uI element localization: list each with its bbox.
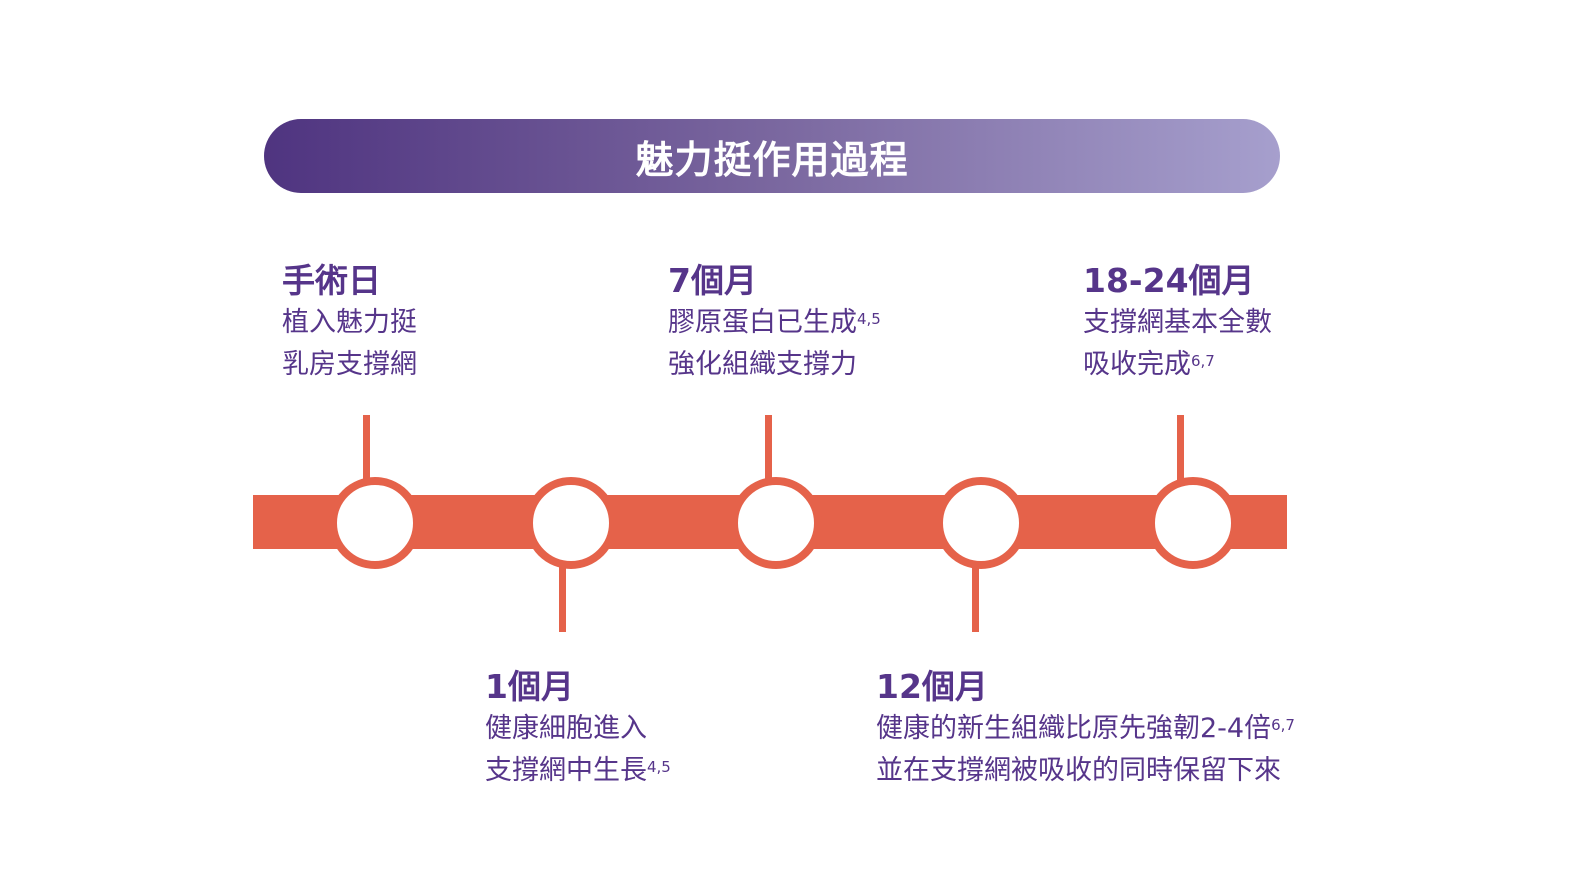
milestone-line: 健康的新生組織比原先強韌2-4倍6,7 — [876, 708, 1295, 750]
milestone-7-month: 7個月 膠原蛋白已生成4,5 強化組織支撐力 — [668, 260, 881, 386]
line-text: 膠原蛋白已生成 — [668, 307, 857, 338]
milestone-title: 12個月 — [876, 667, 988, 706]
line-text: 支撐網中生長 — [485, 755, 647, 786]
milestone-line: 強化組織支撐力 — [668, 344, 881, 386]
line-text: 吸收完成 — [1083, 349, 1191, 380]
stem-7-month — [765, 415, 772, 481]
milestone-surgery: 手術日 植入魅力挺 乳房支撐網 — [282, 260, 417, 386]
milestone-title: 7個月 — [668, 261, 757, 300]
reference: 6,7 — [1191, 352, 1215, 370]
stem-1-month — [559, 560, 566, 632]
line-text: 乳房支撐網 — [282, 349, 417, 380]
milestone-title: 手術日 — [282, 261, 381, 300]
milestone-title: 18-24個月 — [1083, 261, 1255, 300]
node-18-24-month — [1147, 477, 1239, 569]
line-text: 健康細胞進入 — [485, 713, 647, 744]
milestone-line: 支撐網中生長4,5 — [485, 750, 671, 792]
milestone-18-24-month: 18-24個月 支撐網基本全數 吸收完成6,7 — [1083, 260, 1272, 386]
stem-surgery — [363, 415, 370, 481]
line-text: 植入魅力挺 — [282, 307, 417, 338]
node-surgery — [329, 477, 421, 569]
line-text: 並在支撐網被吸收的同時保留下來 — [876, 755, 1281, 786]
node-1-month — [525, 477, 617, 569]
reference: 4,5 — [647, 758, 671, 776]
line-text: 支撐網基本全數 — [1083, 307, 1272, 338]
stem-18-24-month — [1177, 415, 1184, 481]
milestone-line: 健康細胞進入 — [485, 708, 671, 750]
reference: 6,7 — [1271, 716, 1295, 734]
stem-12-month — [972, 560, 979, 632]
milestone-title: 1個月 — [485, 667, 574, 706]
node-7-month — [730, 477, 822, 569]
milestone-line: 乳房支撐網 — [282, 344, 417, 386]
milestone-1-month: 1個月 健康細胞進入 支撐網中生長4,5 — [485, 666, 671, 792]
line-text: 強化組織支撐力 — [668, 349, 857, 380]
page-title: 魅力挺作用過程 — [635, 137, 909, 182]
line-text: 健康的新生組織比原先強韌2-4倍 — [876, 713, 1272, 744]
node-12-month — [935, 477, 1027, 569]
milestone-line: 並在支撐網被吸收的同時保留下來 — [876, 750, 1295, 792]
title-banner: 魅力挺作用過程 — [264, 119, 1280, 193]
milestone-line: 支撐網基本全數 — [1083, 302, 1272, 344]
milestone-12-month: 12個月 健康的新生組織比原先強韌2-4倍6,7 並在支撐網被吸收的同時保留下來 — [876, 666, 1295, 792]
milestone-line: 吸收完成6,7 — [1083, 344, 1272, 386]
reference: 4,5 — [857, 310, 881, 328]
milestone-line: 植入魅力挺 — [282, 302, 417, 344]
milestone-line: 膠原蛋白已生成4,5 — [668, 302, 881, 344]
